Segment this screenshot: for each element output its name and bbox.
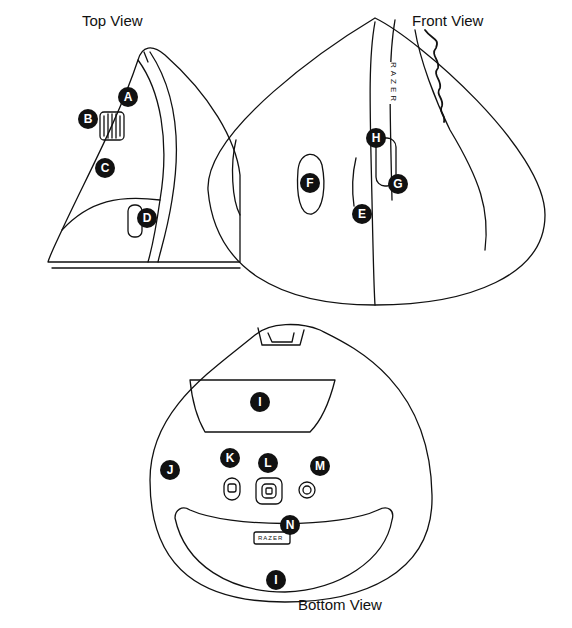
callout-letter: I [250,392,270,412]
badge-text: RAZER [258,535,283,541]
bottom-view-mouse [150,325,432,602]
top-view-mouse [48,48,240,268]
front-view-mouse [208,18,545,305]
callout-letter: D [137,208,157,228]
callout-letter: I [266,570,286,590]
view-title: Bottom View [298,596,382,613]
view-title: Top View [82,12,143,29]
callout-letter: E [352,204,372,224]
callout-letter: K [220,448,240,468]
brand-text: RAZER [389,62,398,104]
view-title: Front View [412,12,483,29]
callout-letter: F [300,173,320,193]
callout-letter: G [388,174,408,194]
callout-letter: A [118,87,138,107]
callout-letter: M [310,456,330,476]
callout-letter: L [258,453,278,473]
callout-letter: C [95,158,115,178]
callout-letter: H [366,128,386,148]
callout-letter: J [160,460,180,480]
callout-letter: B [78,109,98,129]
callout-letter: N [280,515,300,535]
